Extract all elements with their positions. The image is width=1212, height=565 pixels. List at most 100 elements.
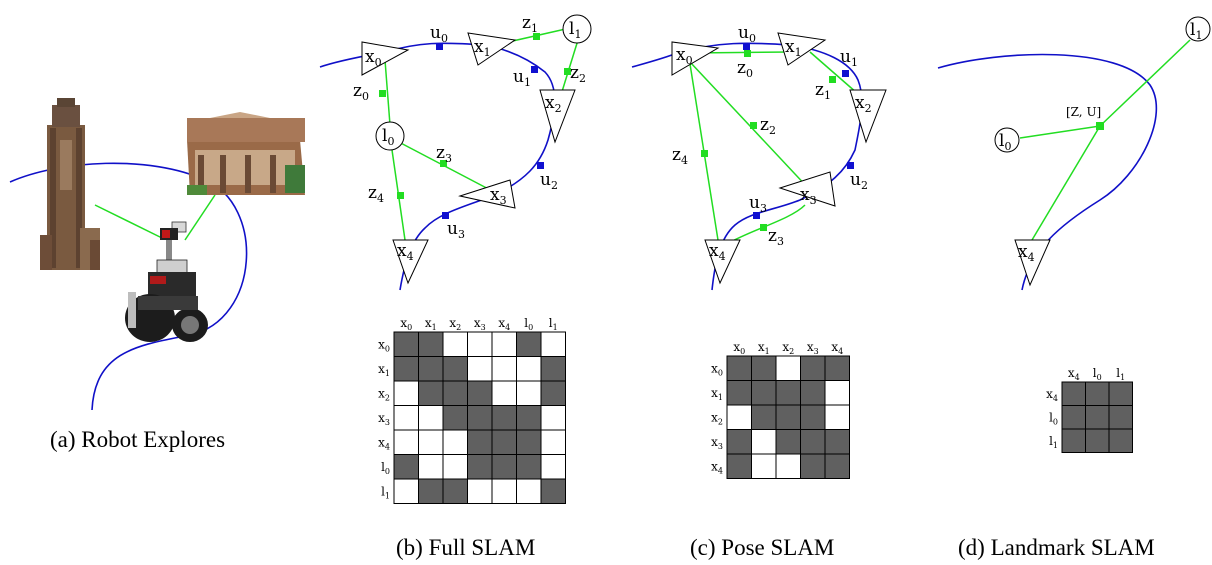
- factor-z0-c: [744, 50, 751, 57]
- matrix-cell: [800, 404, 826, 430]
- node-label-l1-b: l1: [569, 19, 581, 41]
- edge-label-u0-b: u0: [430, 23, 448, 45]
- matrix-cell: [418, 454, 444, 480]
- factor-z4-c: [701, 150, 708, 157]
- factor-u3-c: [753, 212, 760, 219]
- panel-d: l1 l0 x4 [Z, U] x4 x4 l0 l0 l1 l1 (d) Landmar…: [937, 16, 1211, 560]
- matrix-col-label: l0: [1093, 366, 1102, 382]
- matrix-cell: [393, 429, 419, 455]
- matrix-cell: [516, 331, 542, 357]
- matrix-col-label: x4: [498, 316, 510, 332]
- node-label-x4-d: x4: [1018, 242, 1035, 264]
- matrix-col-label: x4: [1068, 366, 1080, 382]
- matrix-cell: [442, 331, 468, 357]
- matrix-cell: [491, 356, 517, 382]
- matrix-cell: [393, 380, 419, 406]
- matrix-cell: [751, 380, 777, 406]
- edge-label-z2-c: z2: [760, 115, 776, 137]
- matrix-cell: [540, 429, 566, 455]
- factor-z0-b: [379, 90, 386, 97]
- caption-d: (d) Landmark SLAM: [958, 535, 1155, 560]
- factor-z3-b: [440, 160, 447, 167]
- node-label-x4-b: x4: [397, 241, 414, 263]
- matrix-cell: [800, 355, 826, 381]
- matrix-cell: [775, 404, 801, 430]
- matrix-cell: [418, 429, 444, 455]
- matrix-row-label: l0: [381, 460, 390, 476]
- pose-node-x3-c: [778, 171, 836, 207]
- matrix-cell: [1061, 405, 1086, 430]
- matrix-col-label: l1: [1116, 366, 1125, 382]
- edge-label-z4-c: z4: [672, 145, 688, 167]
- factor-u0-b: [436, 43, 443, 50]
- factor-u1-b: [531, 66, 538, 73]
- node-label-l1-d: l1: [1190, 20, 1202, 42]
- matrix-cell: [540, 478, 566, 504]
- edge-label-u2-c: u2: [850, 170, 868, 192]
- matrix-row-label: x3: [378, 411, 390, 427]
- matrix-cell: [516, 405, 542, 431]
- caption-a: (a) Robot Explores: [50, 427, 225, 452]
- measurement-line-tower: [94, 204, 163, 239]
- matrix-cell: [516, 429, 542, 455]
- factor-u0-c: [743, 43, 750, 50]
- factor-z2-b: [564, 68, 571, 75]
- landmark-node-l0-d: [994, 127, 1020, 153]
- edge-label-u0-c: u0: [738, 23, 756, 45]
- edge-label-u3-b: u3: [447, 219, 465, 241]
- matrix-cell: [1108, 381, 1133, 406]
- matrix-row-label: l1: [381, 484, 390, 500]
- pose-node-x3-b: [458, 179, 516, 209]
- matrix-cell: [467, 429, 493, 455]
- matrix-col-label: x2: [449, 316, 461, 332]
- matrix-cell: [467, 454, 493, 480]
- caption-c: (c) Pose SLAM: [690, 535, 834, 560]
- panel-a: (a) Robot Explores: [9, 98, 305, 452]
- edge-label-u3-c: u3: [749, 193, 767, 215]
- measurement-line-building: [184, 194, 216, 241]
- matrix-row-label: x0: [378, 337, 390, 353]
- matrix-cell: [442, 405, 468, 431]
- factor-z1-c: [829, 76, 836, 83]
- matrix-cell: [824, 380, 850, 406]
- pose-node-x1-b: [467, 32, 517, 66]
- matrix-cell: [726, 429, 752, 455]
- matrix-cell: [824, 404, 850, 430]
- matrix-cell: [800, 453, 826, 479]
- matrix-cell: [467, 356, 493, 382]
- matrix-cell: [393, 331, 419, 357]
- matrix-row-label: x4: [1046, 387, 1058, 403]
- matrix-cell: [491, 405, 517, 431]
- pose-node-x2-b: [539, 89, 576, 144]
- edge-label-z4-b: z4: [368, 183, 384, 205]
- matrix-col-label: x3: [807, 340, 819, 356]
- matrix-col-label: x1: [758, 340, 770, 356]
- matrix-cell: [800, 380, 826, 406]
- matrix-row-label: l1: [1049, 434, 1058, 450]
- edge-label-u1-b: u1: [513, 67, 531, 89]
- matrix-cell: [418, 331, 444, 357]
- adjacency-matrix-d: x4 x4 l0 l0 l1 l1: [1046, 366, 1133, 453]
- matrix-cell: [418, 478, 444, 504]
- node-label-x0-b: x0: [365, 47, 382, 69]
- panel-c: x0 x1 x2 x3 x4 u0 u1 u2 u3 z0 z1 z2 z3 z…: [631, 23, 887, 560]
- matrix-cell: [467, 405, 493, 431]
- matrix-row-label: l0: [1049, 410, 1058, 426]
- factor-u1-c: [842, 70, 849, 77]
- factor-label-zu: [Z, U]: [1066, 105, 1101, 119]
- matrix-cell: [751, 453, 777, 479]
- matrix-cell: [467, 331, 493, 357]
- edge-label-z2-b: z2: [570, 63, 586, 85]
- matrix-cell: [516, 356, 542, 382]
- matrix-cell: [418, 380, 444, 406]
- measurement-edges-d: [1019, 39, 1191, 241]
- robot-trajectory-a: [9, 162, 248, 411]
- matrix-cell: [442, 454, 468, 480]
- robot-trajectory-d: [937, 53, 1158, 291]
- matrix-cell: [726, 380, 752, 406]
- matrix-cell: [775, 453, 801, 479]
- matrix-cell: [516, 454, 542, 480]
- landmark-node-l1-d: [1185, 16, 1211, 42]
